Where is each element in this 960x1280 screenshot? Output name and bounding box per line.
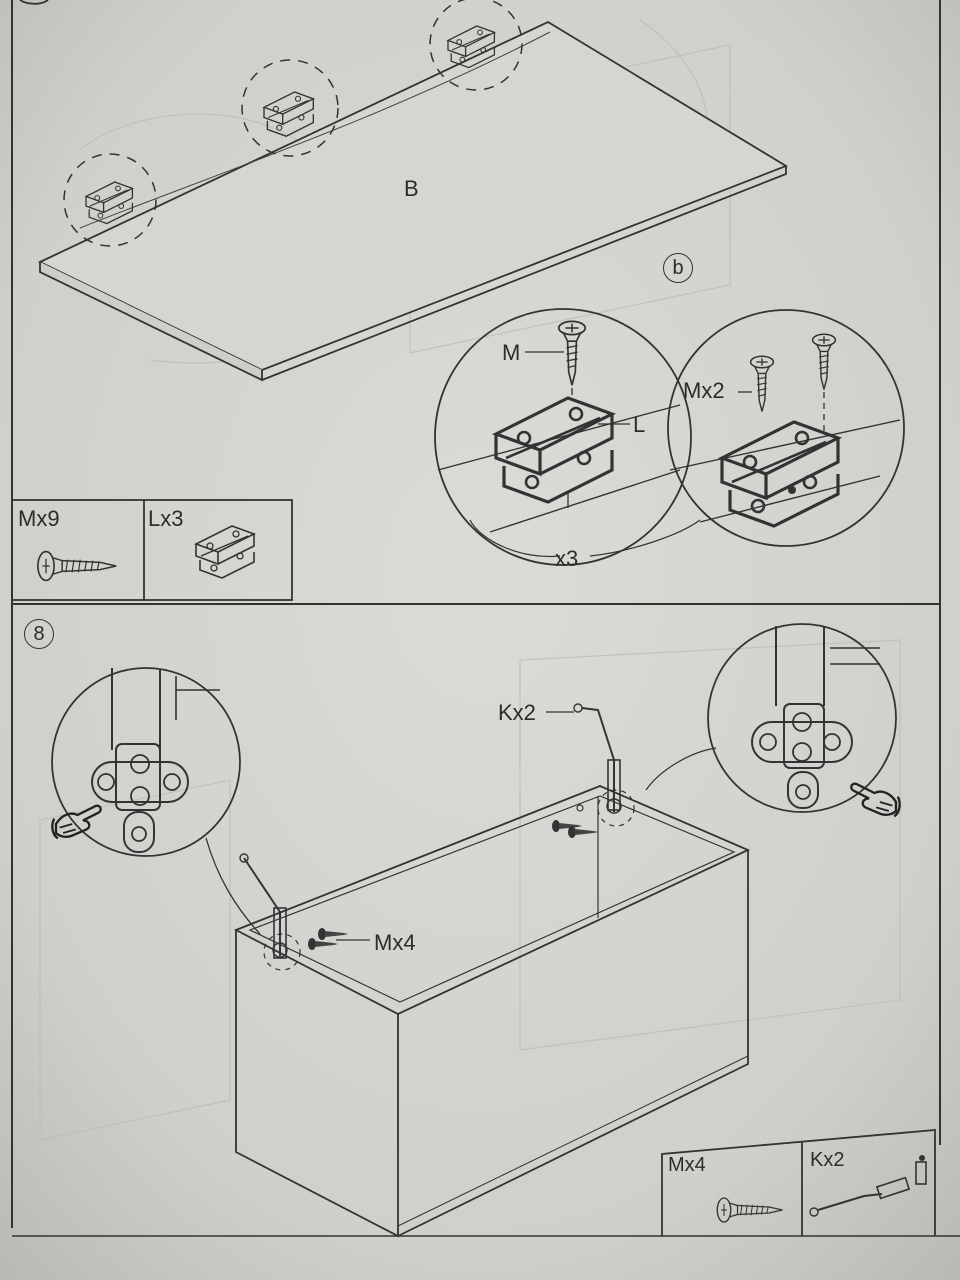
parts-a-screw-label: Mx9 — [18, 506, 60, 531]
hinge-detail-callout — [434, 308, 701, 566]
stay-detail-right — [707, 623, 901, 818]
chest-body — [233, 785, 751, 1238]
callout-screw-count-label: Mx2 — [683, 378, 725, 403]
panel-label: B — [404, 176, 419, 201]
callout-hinge-label: L — [633, 412, 646, 437]
parts-box-a — [11, 499, 293, 601]
parts-8-stay-label: Kx2 — [810, 1149, 845, 1171]
callout-screw-label: M — [502, 340, 521, 365]
sub-step-marker: b — [663, 253, 693, 283]
panel-hinges — [63, 0, 523, 247]
stay-count-label: Kx2 — [498, 700, 536, 725]
parts-a-hinge-label: Lx3 — [148, 506, 184, 531]
screw-count-label: Mx4 — [374, 930, 416, 955]
repeat-count-label: x3 — [555, 546, 579, 571]
parts-8-screw-label: Mx4 — [668, 1154, 706, 1176]
step-number: 8 — [24, 619, 54, 649]
parts-box-8 — [661, 1129, 936, 1236]
stay-detail-left — [51, 667, 241, 857]
hinge-fitted-callout — [667, 309, 905, 547]
lid-stay-right — [546, 703, 717, 838]
lid-stay-left — [205, 837, 370, 971]
panel-b-drawing — [37, 20, 789, 382]
